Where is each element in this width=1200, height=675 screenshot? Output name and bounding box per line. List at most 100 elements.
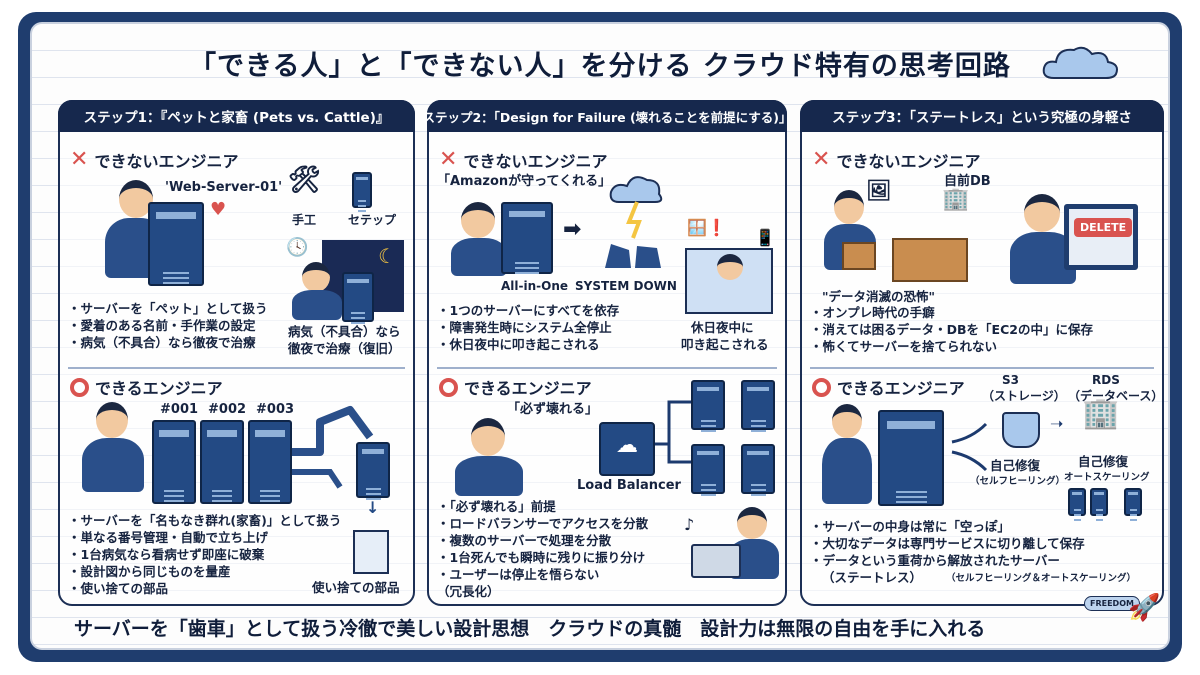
server-icon bbox=[501, 202, 553, 274]
person-pointing-illustration bbox=[455, 418, 523, 496]
person-illustration bbox=[451, 202, 507, 276]
circle-icon bbox=[439, 377, 458, 397]
bullet: ・オンプレ時代の手癖 bbox=[810, 305, 935, 320]
step1-bad-heading: ✕できないエンジニア bbox=[70, 148, 238, 172]
label: できるエンジニア bbox=[464, 379, 592, 398]
step2-header: ステップ2：「Design for Failure (壊れることを前提にする)」 bbox=[422, 100, 792, 132]
laptop-icon bbox=[691, 544, 741, 578]
step2-good-heading: できるエンジニア bbox=[439, 375, 592, 399]
arrows-icon bbox=[951, 422, 988, 472]
tool-label: 手工 bbox=[292, 213, 317, 227]
scale-sublabel: オートスケーリング bbox=[1064, 472, 1150, 483]
bullet: （ステートレス） bbox=[822, 570, 923, 585]
building-icon: 🏢 bbox=[942, 187, 970, 212]
server-id: #002 bbox=[208, 402, 247, 417]
load-balancer-icon: ☁ bbox=[599, 422, 655, 476]
bullet: ・1つのサーバーにすべてを依存 bbox=[437, 303, 620, 318]
quote: 「Amazonが守ってくれる」 bbox=[437, 174, 612, 189]
cross-icon: ✕ bbox=[439, 147, 458, 172]
divider bbox=[437, 367, 777, 369]
server-icon bbox=[352, 172, 372, 208]
rocket-icon: 🚀 bbox=[1128, 593, 1161, 623]
cloud-icon bbox=[1042, 46, 1118, 79]
bullet: ・設計図から同じものを量産 bbox=[68, 564, 231, 579]
robot-arm-icon bbox=[292, 406, 374, 489]
db-label: 自前DB bbox=[944, 174, 991, 189]
footer-text: サーバーを「歯車」として扱う冷徹で美しい設計思想 クラウドの真髄 設計力は無限の… bbox=[74, 618, 986, 640]
small-box-icon bbox=[842, 242, 876, 270]
bullet: ・障害発生時にシステム全停止 bbox=[437, 320, 612, 335]
heal-sublabel: （セルフヒーリング） bbox=[970, 476, 1066, 487]
rds-database-icon: 🏢 bbox=[1082, 396, 1120, 431]
arrow-down-icon: ↓ bbox=[366, 498, 380, 517]
down-label: SYSTEM DOWN bbox=[575, 279, 677, 293]
bullet: ・大切なデータは専門サービスに切り離して保存 bbox=[810, 536, 1085, 551]
freedom-bubble: FREEDOM bbox=[1084, 596, 1140, 611]
delete-button-illustration: DELETE bbox=[1074, 218, 1133, 237]
server-icon bbox=[691, 380, 725, 430]
bullet: ・サーバーの中身は常に「空っぽ」 bbox=[810, 519, 1010, 534]
step1-panel: ステップ1：『ペットと家畜 (Pets vs. Cattle)』 ✕できないエン… bbox=[58, 100, 415, 606]
label: できるエンジニア bbox=[95, 379, 223, 398]
scale-label: 自己修復 bbox=[1078, 454, 1129, 469]
bullet: ・サーバーを「名もなき群れ(家畜)」として扱う bbox=[68, 513, 342, 528]
server-icon bbox=[248, 420, 292, 504]
system-down-icon bbox=[605, 176, 663, 268]
bullet: ・消えては困るデータ・DBを「EC2の中」に保存 bbox=[810, 322, 1093, 337]
bullet: （冗長化） bbox=[437, 584, 500, 599]
caption: 休日夜中に bbox=[691, 320, 754, 335]
caption: 病気（不具合）なら bbox=[288, 324, 401, 339]
s3-bucket-icon bbox=[1002, 412, 1040, 448]
tools-icon: 🛠 bbox=[288, 165, 322, 195]
step3-good-heading: できるエンジニア bbox=[812, 375, 965, 399]
server-icon bbox=[1124, 488, 1142, 516]
music-note-icon: ♪ bbox=[684, 515, 695, 534]
bullet: ・1台死んでも瞬時に残りに振り分け bbox=[437, 550, 646, 565]
image-icon: 🖼 bbox=[866, 178, 892, 202]
s3-label: S3 bbox=[1002, 373, 1019, 387]
alert-icon: 🪟❗ bbox=[687, 218, 727, 237]
bullet: ・「必ず壊れる」前提 bbox=[437, 499, 556, 514]
arrow-right-icon: ➡ bbox=[563, 217, 582, 242]
step3-panel: ステップ3：「ステートレス」という究極の身軽さ ✕できないエンジニア 自前DB … bbox=[800, 100, 1164, 606]
rds-sublabel: （データベース） bbox=[1068, 389, 1164, 403]
server-icon bbox=[152, 420, 196, 504]
bullet: ・ロードバランサーでアクセスを分散 bbox=[437, 516, 649, 531]
bullet: ・ユーザーは停止を悟らない bbox=[437, 567, 600, 582]
bullet: ・複数のサーバーで処理を分散 bbox=[437, 533, 612, 548]
server-icon bbox=[356, 442, 390, 498]
step2-panel: ステップ2：「Design for Failure (壊れることを前提にする)」… bbox=[422, 100, 792, 606]
circle-icon bbox=[812, 377, 831, 397]
bullet: ・愛着のある名前・手作業の設定 bbox=[68, 318, 256, 333]
clock-icon: 🕓 bbox=[286, 237, 309, 258]
label: できるエンジニア bbox=[837, 379, 965, 398]
server-label: All-in-One bbox=[501, 279, 569, 293]
divider bbox=[810, 367, 1154, 369]
ringing-phone-icon: 📱 bbox=[755, 228, 775, 247]
sleepy-person-illustration bbox=[292, 262, 342, 322]
cross-icon: ✕ bbox=[70, 147, 89, 172]
bullet: ・使い捨ての部品 bbox=[68, 581, 169, 596]
circle-icon bbox=[70, 377, 89, 397]
bed-illustration bbox=[685, 248, 773, 314]
bullet: ・1台病気なら看病せず即座に破棄 bbox=[68, 547, 265, 562]
divider bbox=[68, 367, 405, 369]
server-icon bbox=[741, 444, 775, 494]
caption: 徹夜で治療（復旧） bbox=[288, 341, 401, 356]
distribution-arrows bbox=[655, 400, 691, 464]
quote: "データ消滅の恐怖" bbox=[822, 289, 936, 304]
person-clipboard-illustration bbox=[82, 402, 144, 492]
bullet: ・休日夜中に叩き起こされる bbox=[437, 337, 600, 352]
server-name: 'Web-Server-01' bbox=[165, 180, 283, 195]
server-icon bbox=[148, 202, 204, 286]
bullet: ・データという重荷から解放されたサーバー bbox=[810, 553, 1060, 568]
server-icon bbox=[741, 380, 775, 430]
s3-sublabel: （ストレージ） bbox=[982, 389, 1066, 403]
step1-header: ステップ1：『ペットと家畜 (Pets vs. Cattle)』 bbox=[58, 100, 415, 132]
caption: （セルフヒーリング＆オートスケーリング） bbox=[946, 573, 1137, 584]
server-id: #003 bbox=[256, 402, 295, 417]
bullet: ・怖くてサーバーを捨てられない bbox=[810, 339, 998, 354]
bullet: ・単なる番号管理・自動で立ち上げ bbox=[68, 530, 269, 545]
server-icon bbox=[691, 444, 725, 494]
monitor-icon bbox=[1064, 204, 1138, 270]
